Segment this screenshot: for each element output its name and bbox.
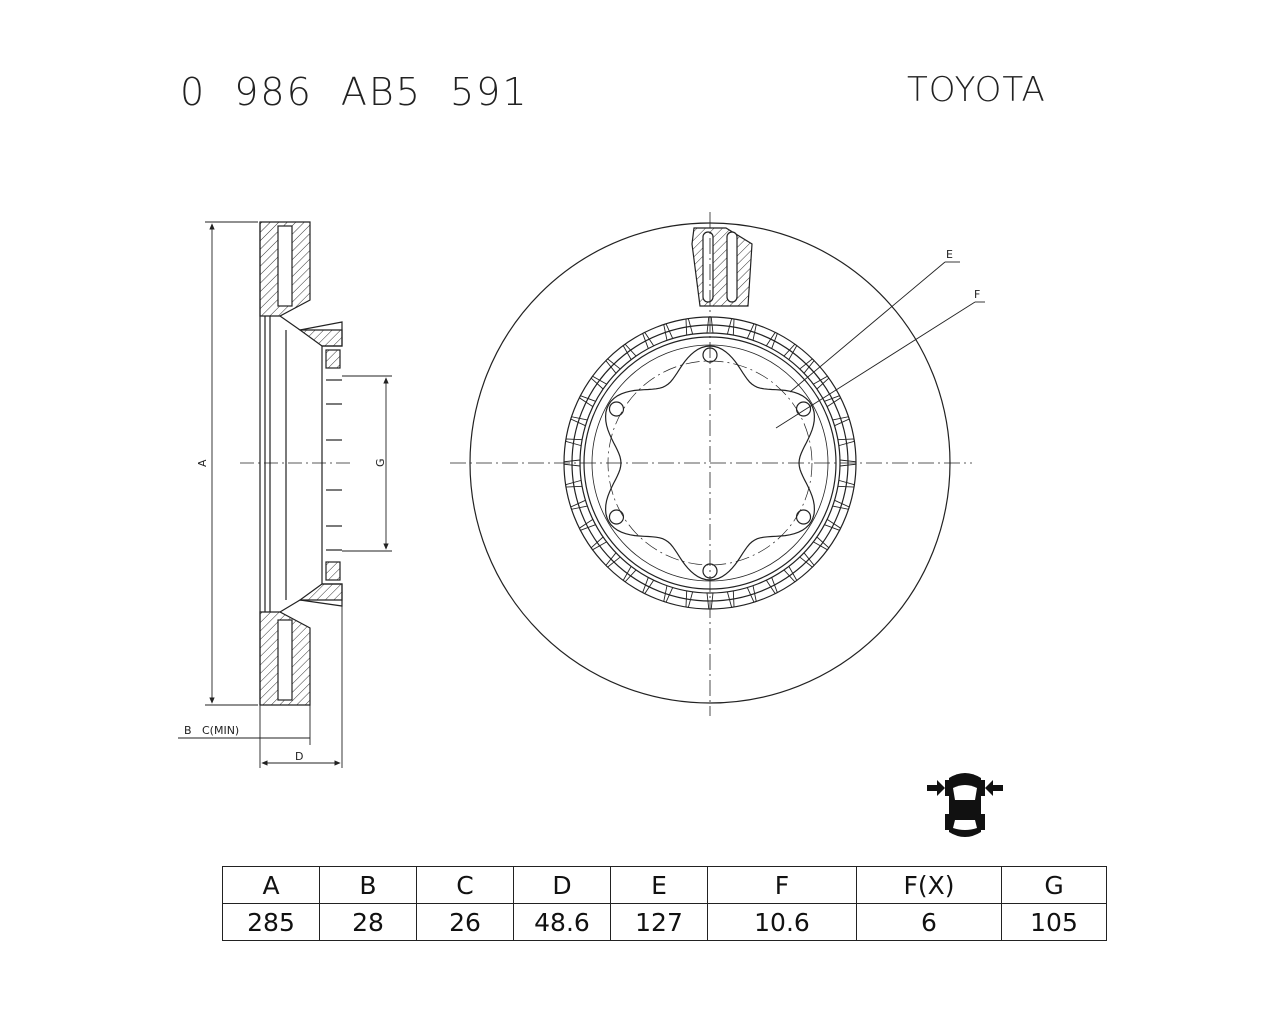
- dimension-d-label: D: [295, 750, 303, 763]
- vent-slot: [605, 358, 621, 374]
- vent-slot: [605, 552, 621, 568]
- dimension-b-c: [178, 606, 343, 768]
- spec-table-header-row: A B C D E F F(X) G: [222, 866, 1107, 904]
- vent-slot: [565, 479, 583, 488]
- vent-slot: [578, 518, 596, 531]
- vent-slot: [813, 375, 830, 390]
- vent-slot: [590, 375, 607, 390]
- vent-slot: [832, 499, 850, 510]
- front-axle-car-icon: [927, 773, 1003, 837]
- spec-value-c: 26: [416, 903, 514, 941]
- spec-table-value-row: 285 28 26 48.6 127 10.6 6 105: [222, 903, 1107, 941]
- spec-header-f: F: [707, 866, 857, 904]
- dimension-g-label: G: [374, 458, 387, 467]
- spec-table: A B C D E F F(X) G 285 28 26 48.6 127 10…: [222, 866, 1107, 941]
- spec-value-g: 105: [1001, 903, 1107, 941]
- vent-slot: [570, 416, 588, 427]
- spec-value-fx: 6: [856, 903, 1002, 941]
- dimension-e-label: E: [946, 248, 953, 261]
- vent-slot: [663, 323, 674, 341]
- dimension-g: [342, 375, 392, 552]
- vent-slot: [685, 590, 694, 608]
- spec-header-a: A: [222, 866, 320, 904]
- spec-value-a: 285: [222, 903, 320, 941]
- dimension-a: [205, 221, 258, 706]
- vent-slot: [622, 343, 637, 360]
- spec-header-b: B: [319, 866, 417, 904]
- vent-slot: [570, 499, 588, 510]
- vent-slot: [824, 395, 842, 408]
- vent-slot: [642, 577, 655, 595]
- dimension-a-label: A: [196, 459, 209, 467]
- spec-value-f: 10.6: [707, 903, 857, 941]
- vent-slot: [726, 318, 735, 336]
- vent-slot: [765, 577, 778, 595]
- vent-slot: [783, 343, 798, 360]
- spec-header-g: G: [1001, 866, 1107, 904]
- vent-slot: [799, 358, 815, 374]
- brake-disc-drawing: A G B C(MIN) D: [178, 212, 985, 768]
- section-view: [240, 221, 352, 706]
- vent-slot: [663, 585, 674, 603]
- spec-header-e: E: [610, 866, 708, 904]
- bolt-hole: [608, 401, 625, 417]
- vent-slot: [590, 536, 607, 551]
- vent-slot: [813, 536, 830, 551]
- dimension-b-label: B: [184, 724, 192, 737]
- spec-value-d: 48.6: [513, 903, 611, 941]
- bolt-hole: [795, 509, 812, 525]
- vent-slot: [824, 518, 842, 531]
- vent-slot: [578, 395, 596, 408]
- vent-slot: [799, 552, 815, 568]
- vent-slot: [622, 566, 637, 583]
- vent-slot: [685, 318, 694, 336]
- part-number: 0 986 AB5 591: [180, 70, 529, 114]
- bolt-hole: [608, 509, 625, 525]
- vent-slot: [746, 323, 757, 341]
- vent-slot: [746, 585, 757, 603]
- front-view: [450, 212, 972, 716]
- vent-slot: [565, 438, 583, 447]
- vent-slot: [642, 331, 655, 349]
- spec-header-fx: F(X): [856, 866, 1002, 904]
- spec-header-d: D: [513, 866, 611, 904]
- vent-slot: [765, 331, 778, 349]
- leader-lines: [775, 261, 985, 429]
- spec-value-b: 28: [319, 903, 417, 941]
- brand-name: TOYOTA: [907, 70, 1046, 110]
- vent-slot: [783, 566, 798, 583]
- vent-slot: [832, 416, 850, 427]
- spec-header-c: C: [416, 866, 514, 904]
- vent-slot: [726, 590, 735, 608]
- dimension-f-label: F: [974, 288, 980, 301]
- vent-slot: [837, 438, 855, 447]
- dimension-c-label: C(MIN): [202, 724, 239, 737]
- spec-value-e: 127: [610, 903, 708, 941]
- vent-slot: [837, 479, 855, 488]
